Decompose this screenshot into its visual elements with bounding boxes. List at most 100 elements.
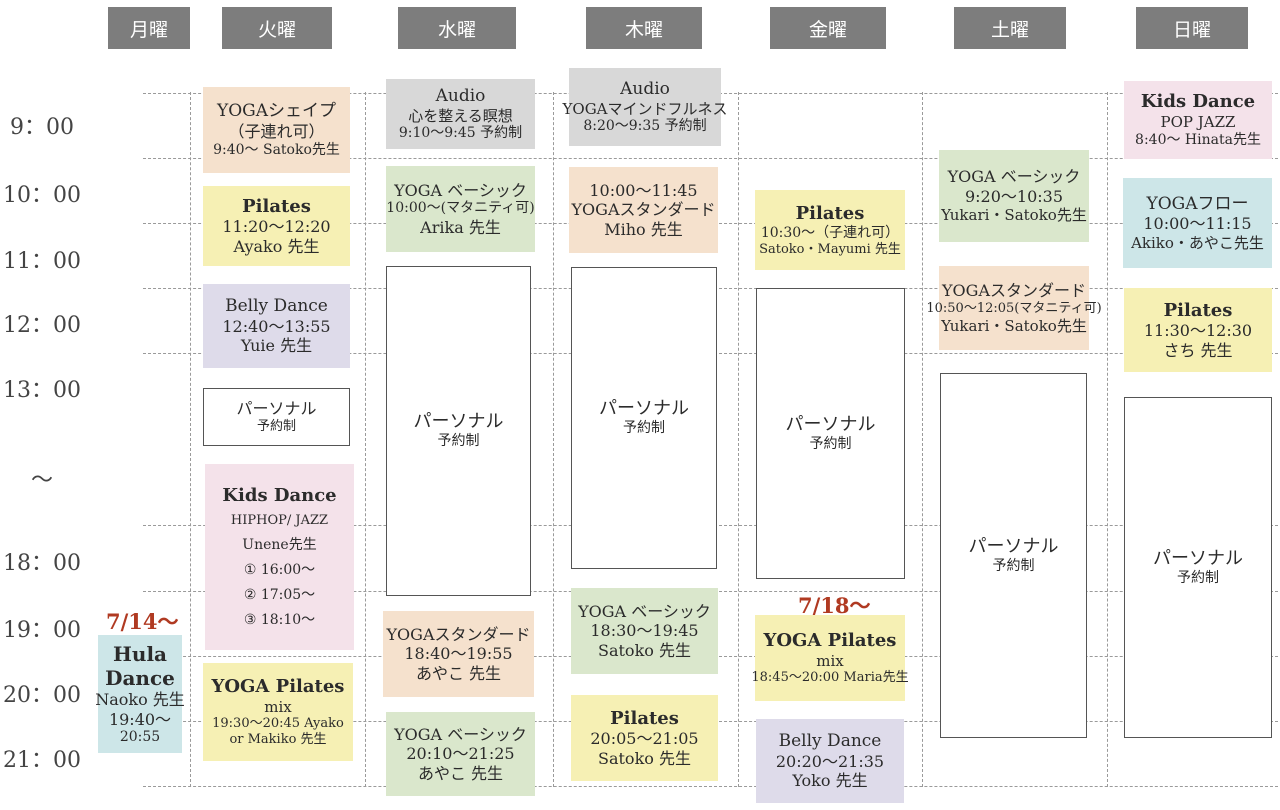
class-pilates: Pilates 11:30～12:30 さち 先生 (1124, 288, 1272, 372)
class-time: 8:20～9:35 予約制 (583, 117, 707, 134)
reservation-note: 予約制 (992, 557, 1035, 574)
day-header-tue: 火曜 (222, 7, 332, 49)
class-kids-dance: Kids Dance POP JAZZ 8:40～ Hinata先生 (1124, 81, 1272, 159)
class-time: ② 17:05～ (243, 586, 316, 603)
class-instructor: Miho 先生 (604, 219, 683, 239)
class-time: 10:00～11:45 (589, 180, 698, 200)
class-instructor: Satoko 先生 (598, 748, 691, 768)
class-title: YOGA ベーシック (578, 601, 711, 621)
personal-label: パーソナル (599, 398, 689, 420)
class-title: Audio (435, 85, 486, 106)
class-instructor: Yoko 先生 (792, 771, 868, 791)
class-kids-dance: Kids Dance HIPHOP/ JAZZ Unene先生 ① 16:00～… (205, 464, 354, 650)
class-title: Hula (113, 641, 167, 666)
start-date-note: 7/18～ (798, 593, 871, 618)
reservation-note: 予約制 (256, 418, 296, 434)
class-instructor: or Makiko 先生 (229, 732, 327, 748)
class-subtitle: YOGAマインドフルネス (562, 99, 728, 118)
class-time: 12:40～13:55 (222, 316, 331, 336)
grid-line (738, 92, 739, 787)
class-title: Pilates (795, 202, 865, 224)
class-title: Pilates (1163, 299, 1233, 321)
class-yoga-shape: YOGAシェイプ （子連れ可） 9:40～ Satoko先生 (203, 87, 350, 173)
personal-label: パーソナル (413, 411, 504, 433)
class-yoga-flow: YOGAフロー 10:00～11:15 Akiko・あやこ先生 (1123, 178, 1272, 268)
class-title: YOGA Pilates (763, 629, 897, 651)
class-yoga-standard: YOGAスタンダード 10:50～12:05(マタニティ可) Yukari・Sa… (926, 266, 1102, 350)
class-time: 9:40～ Satoko先生 (213, 141, 340, 158)
personal-session: パーソナル 予約制 (386, 266, 531, 596)
time-label: ～ (30, 468, 53, 493)
start-date-note: 7/14～ (106, 609, 179, 634)
personal-session: パーソナル 予約制 (1124, 397, 1272, 738)
reservation-note: 予約制 (437, 433, 480, 450)
class-pilates: Pilates 11:20～12:20 Ayako 先生 (203, 186, 350, 266)
class-yoga-standard: 10:00～11:45 YOGAスタンダード Miho 先生 (569, 167, 718, 253)
class-pilates: Pilates 10:30～（子連れ可） Satoko・Mayumi 先生 (755, 190, 905, 270)
class-time: ① 16:00～ (243, 561, 316, 578)
grid-line (553, 92, 554, 787)
time-label: 9：00 (10, 115, 74, 140)
class-time: 18:45～20:00 Maria先生 (751, 670, 909, 686)
class-belly-dance: Belly Dance 12:40～13:55 Yuie 先生 (203, 284, 350, 368)
class-time: 20:55 (119, 729, 161, 746)
class-title: YOGA ベーシック (394, 180, 527, 200)
class-belly-dance: Belly Dance 20:20～21:35 Yoko 先生 (756, 719, 904, 803)
class-title: Belly Dance (225, 296, 328, 317)
time-label: 21：00 (3, 748, 81, 773)
class-time: 19:30～20:45 Ayako (212, 716, 344, 732)
class-time: 18:40～19:55 (404, 644, 513, 664)
class-subtitle: 心を整える瞑想 (408, 106, 513, 125)
class-title: Audio (620, 78, 670, 99)
personal-label: パーソナル (236, 399, 317, 419)
class-time: 10:50～12:05(マタニティ可) (926, 300, 1102, 316)
class-title: YOGAシェイプ (216, 101, 337, 122)
time-label: 20：00 (3, 683, 81, 708)
grid-line (190, 92, 191, 787)
time-label: 10：00 (3, 183, 81, 208)
class-instructor: さち 先生 (1163, 340, 1233, 360)
reservation-note: 予約制 (623, 420, 665, 437)
class-title: YOGA Pilates (211, 676, 345, 698)
class-instructor: Yuie 先生 (240, 336, 313, 356)
class-audio-meditation: Audio 心を整える瞑想 9:10～9:45 予約制 (386, 79, 535, 149)
time-label: 11：00 (3, 249, 81, 274)
class-note: （子連れ可） (228, 122, 325, 142)
class-time: 10:00～11:15 (1143, 214, 1252, 234)
grid-line (922, 92, 923, 787)
class-title: YOGA ベーシック (394, 724, 527, 744)
class-title: YOGAスタンダード (941, 281, 1087, 301)
class-instructor: Naoko 先生 (95, 690, 185, 710)
time-label: 12：00 (3, 313, 81, 338)
class-yoga-pilates: YOGA Pilates mix 18:45～20:00 Maria先生 (751, 615, 909, 701)
class-title: Pilates (242, 195, 311, 217)
personal-label: パーソナル (785, 413, 876, 435)
class-instructor: Yukari・Satoko先生 (941, 206, 1087, 225)
grid-line (365, 92, 366, 787)
class-yoga-standard: YOGAスタンダード 18:40～19:55 あやこ 先生 (383, 611, 534, 697)
class-instructor: Unene先生 (242, 536, 317, 553)
grid-line (143, 158, 1278, 159)
class-yoga-basic: YOGA ベーシック 18:30～19:45 Satoko 先生 (571, 588, 718, 674)
class-time: 20:20～21:35 (775, 751, 885, 771)
day-header-thu: 木曜 (586, 7, 702, 49)
class-pilates: Pilates 20:05～21:05 Satoko 先生 (571, 695, 718, 781)
class-instructor: あやこ 先生 (415, 663, 502, 683)
class-time: 9:10～9:45 予約制 (398, 124, 523, 141)
class-title: YOGAスタンダード (571, 200, 716, 220)
day-header-sat: 土曜 (954, 7, 1066, 49)
day-header-mon: 月曜 (108, 7, 190, 49)
time-label: 19：00 (3, 618, 81, 643)
class-instructor: あやこ 先生 (417, 763, 504, 783)
class-subtitle: mix (816, 651, 844, 670)
personal-label: パーソナル (968, 535, 1059, 557)
class-genre: HIPHOP/ JAZZ (230, 512, 329, 528)
class-time: 11:20～12:20 (222, 217, 331, 237)
class-subtitle: mix (264, 697, 292, 716)
class-yoga-pilates: YOGA Pilates mix 19:30～20:45 Ayako or Ma… (203, 663, 353, 761)
personal-session: パーソナル 予約制 (571, 267, 717, 569)
class-time: ③ 18:10～ (243, 611, 316, 628)
class-yoga-basic: YOGA ベーシック 9:20～10:35 Yukari・Satoko先生 (939, 150, 1089, 242)
class-title: YOGA ベーシック (947, 167, 1081, 187)
reservation-note: 予約制 (1177, 569, 1219, 586)
